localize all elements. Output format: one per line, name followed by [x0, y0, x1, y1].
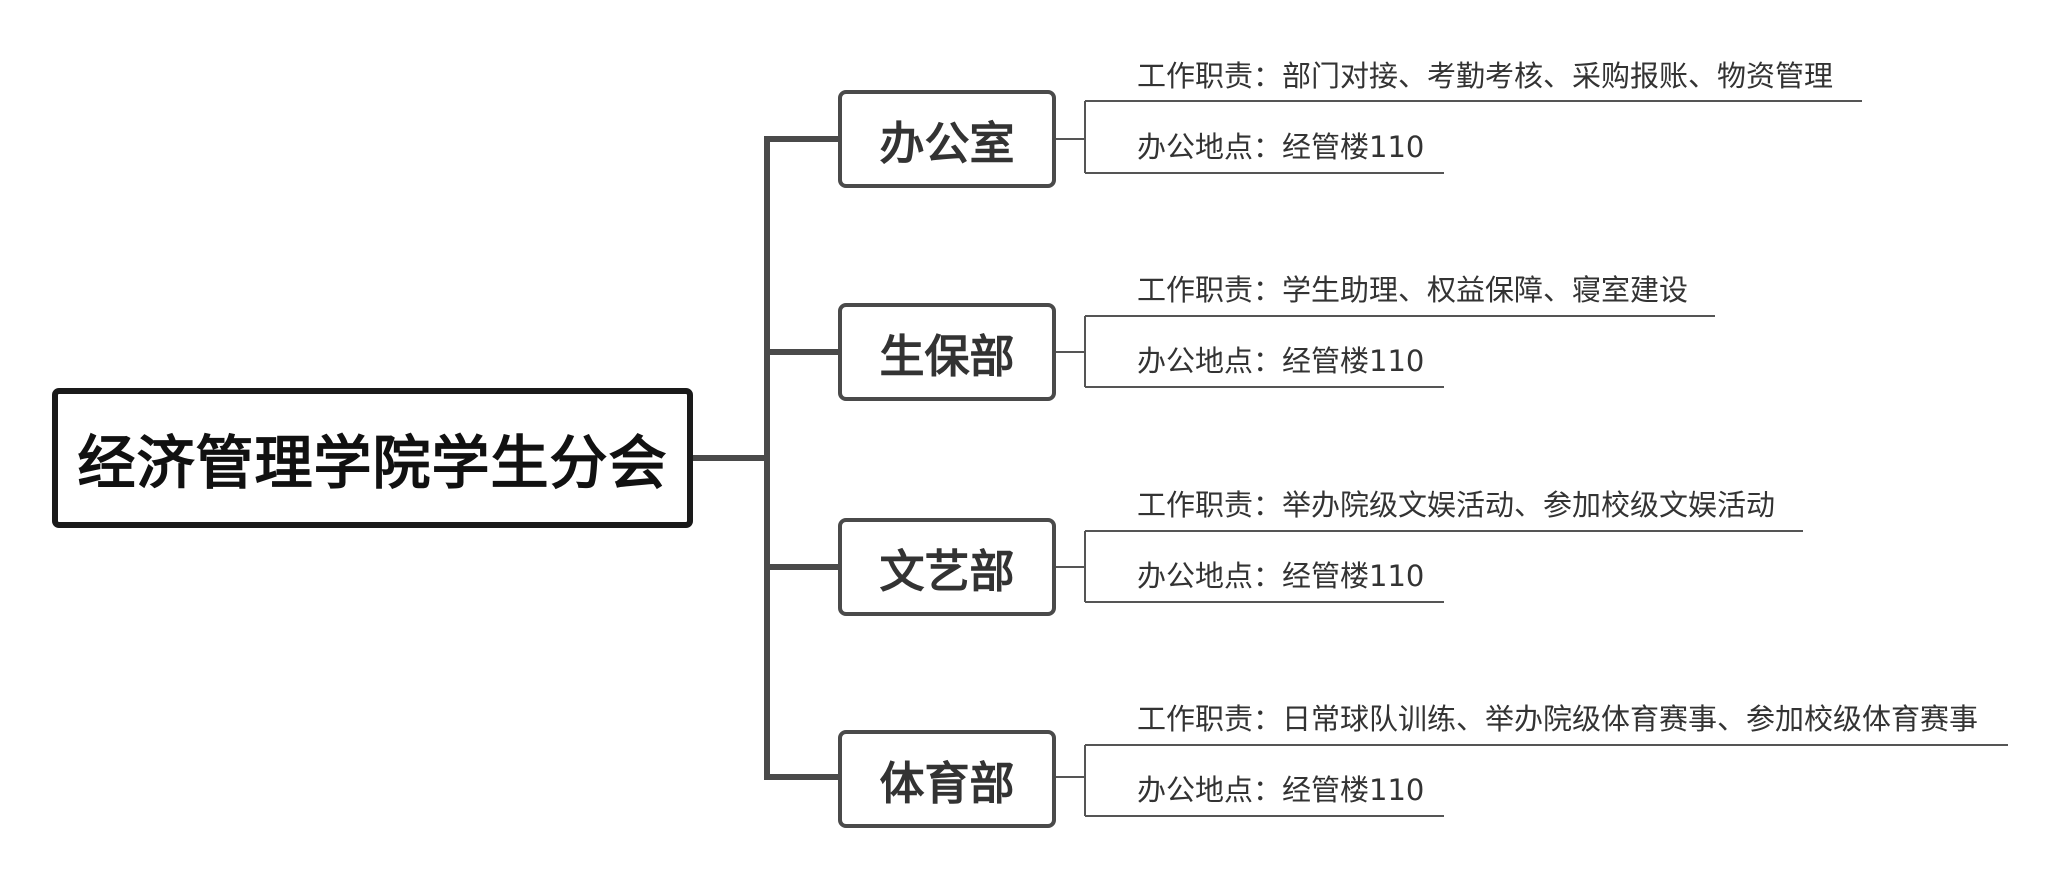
leaf-connector-sports — [1056, 744, 2008, 817]
location-leaf-welfare[interactable]: 办公地点：经管楼110 — [1137, 344, 1425, 378]
dept-node-office[interactable]: 办公室 — [838, 90, 1056, 188]
root-node[interactable]: 经济管理学院学生分会 — [52, 388, 693, 528]
dept-name: 办公室 — [879, 116, 1015, 170]
location-leaf-sports[interactable]: 办公地点：经管楼110 — [1137, 773, 1425, 807]
dept-name: 体育部 — [879, 756, 1015, 810]
duty-leaf-arts[interactable]: 工作职责：举办院级文娱活动、参加校级文娱活动 — [1137, 488, 1776, 522]
duty-leaf-office[interactable]: 工作职责：部门对接、考勤考核、采购报账、物资管理 — [1137, 59, 1834, 93]
location-leaf-arts[interactable]: 办公地点：经管楼110 — [1137, 559, 1425, 593]
dept-node-welfare[interactable]: 生保部 — [838, 303, 1056, 401]
dept-node-arts[interactable]: 文艺部 — [838, 518, 1056, 616]
leaf-connector-welfare — [1056, 315, 1715, 388]
leaf-connector-arts — [1056, 530, 1803, 603]
dept-node-sports[interactable]: 体育部 — [838, 730, 1056, 828]
leaf-connector-office — [1056, 100, 1862, 174]
duty-leaf-sports[interactable]: 工作职责：日常球队训练、举办院级体育赛事、参加校级体育赛事 — [1137, 702, 1979, 736]
dept-name: 文艺部 — [879, 544, 1015, 598]
duty-leaf-welfare[interactable]: 工作职责：学生助理、权益保障、寝室建设 — [1137, 273, 1689, 307]
root-title: 经济管理学院学生分会 — [77, 429, 668, 497]
dept-name: 生保部 — [879, 329, 1015, 383]
location-leaf-office[interactable]: 办公地点：经管楼110 — [1137, 130, 1425, 164]
